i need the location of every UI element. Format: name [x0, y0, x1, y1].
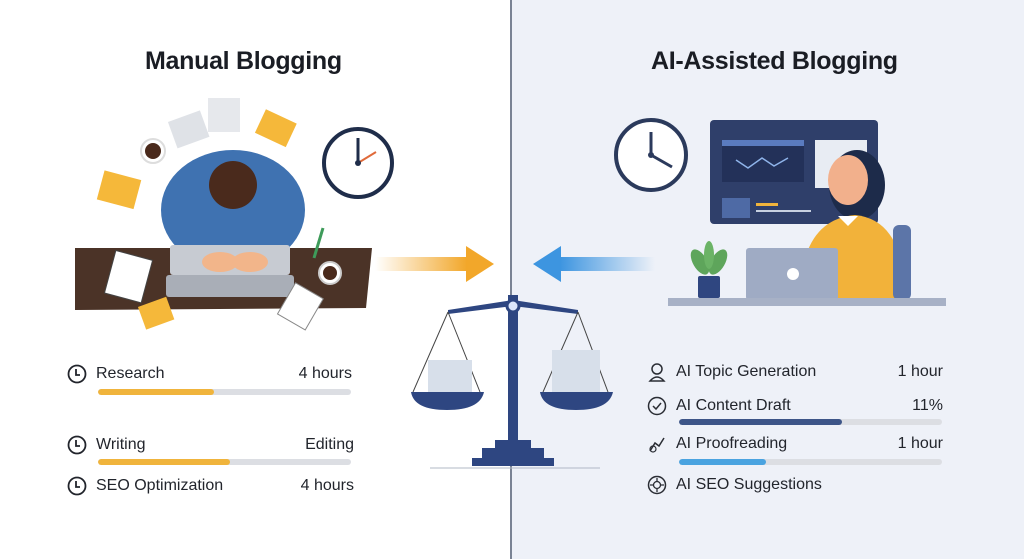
- arrow-left-icon: [560, 257, 655, 271]
- hand-wrench-icon: [646, 433, 668, 455]
- progress-bar-ai-content-draft: [679, 419, 942, 425]
- manual-blogging-title: Manual Blogging: [145, 47, 342, 75]
- list-item-ai-seo-suggestions: AI SEO Suggestions: [646, 474, 943, 496]
- list-item-writing: Writing Editing: [66, 434, 354, 456]
- list-item-research: Research 4 hours: [66, 363, 352, 385]
- center-divider: [510, 0, 512, 559]
- arrow-right-icon: [375, 257, 467, 271]
- robot-person-icon: [646, 361, 668, 383]
- list-item-ai-content-draft: AI Content Draft 11%: [646, 395, 943, 417]
- ai-blogging-title: AI-Assisted Blogging: [651, 47, 898, 75]
- clock-icon: [66, 475, 88, 497]
- clock-icon: [66, 434, 88, 456]
- arrows: [375, 246, 655, 282]
- progress-bar-research: [98, 389, 351, 395]
- clock-icon: [322, 127, 394, 199]
- paper-icon: [208, 98, 240, 132]
- clock-icon: [66, 363, 88, 385]
- balance-scale-icon: [411, 295, 613, 469]
- progress-bar-ai-proofreading: [679, 459, 942, 465]
- ai-blogger-illustration: [614, 118, 946, 306]
- list-item-ai-topic-generation: AI Topic Generation 1 hour: [646, 361, 943, 383]
- check-circle-icon: [646, 395, 668, 417]
- list-item-ai-proofreading: AI Proofreading 1 hour: [646, 433, 943, 455]
- gear-chat-icon: [646, 474, 668, 496]
- manual-blogger-illustration: [75, 98, 394, 331]
- clock-icon: [614, 118, 688, 192]
- progress-bar-writing: [98, 459, 351, 465]
- list-item-seo-optimization: SEO Optimization 4 hours: [66, 475, 354, 497]
